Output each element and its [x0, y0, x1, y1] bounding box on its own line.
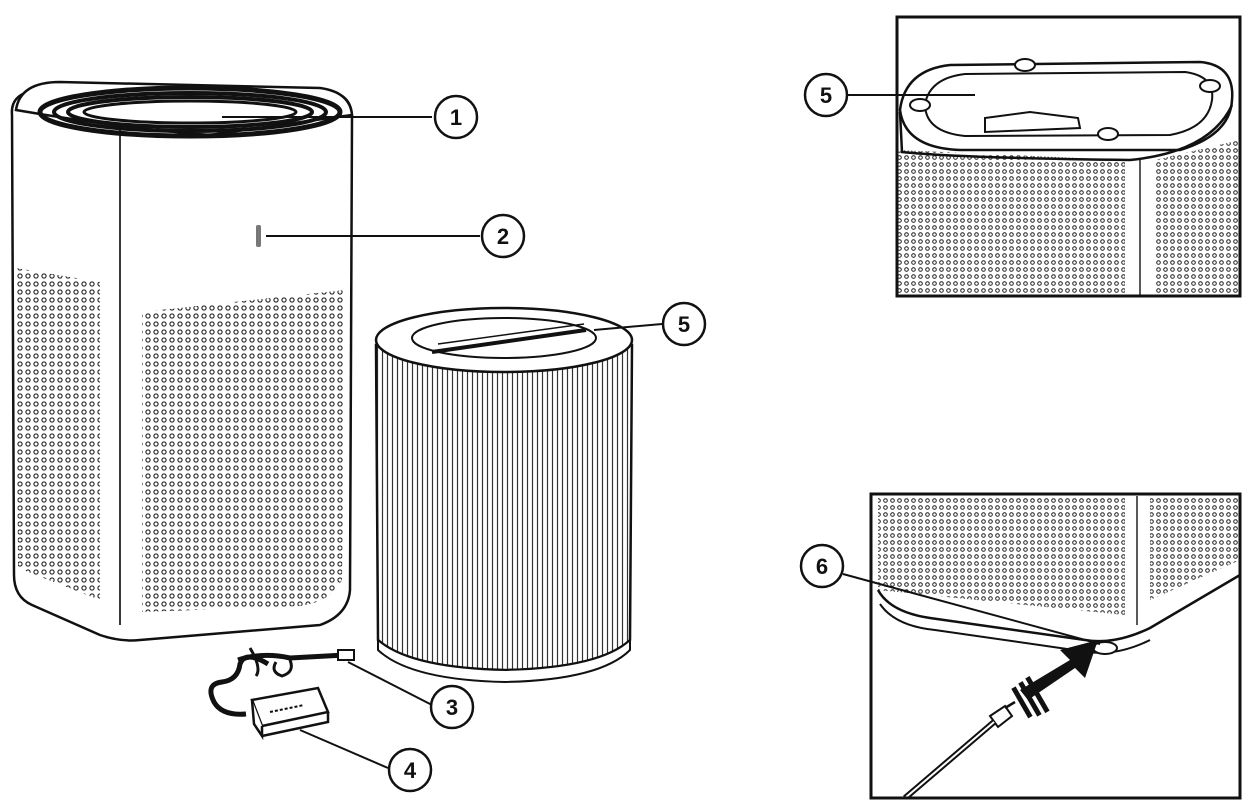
power-adapter	[250, 686, 330, 741]
power-cable	[208, 647, 355, 717]
callout-5-top-cover: 5	[803, 72, 975, 118]
callout-1-label: 1	[450, 105, 462, 130]
callout-3: 3	[347, 661, 475, 730]
filter-pleated-body	[374, 343, 634, 672]
callout-5-filter: 5	[593, 301, 707, 347]
left-intake-grille	[16, 268, 100, 600]
insert-direction-arrow	[1011, 640, 1098, 719]
callout-5-filter-label: 5	[678, 312, 690, 337]
filter-cartridge	[374, 306, 634, 684]
callout-5-top-label: 5	[820, 83, 832, 108]
detail-panel-top-frame	[895, 15, 1242, 298]
power-plug	[903, 700, 1016, 798]
callout-1: 1	[222, 94, 479, 140]
callout-6: 6	[799, 543, 1101, 645]
callout-2-label: 2	[497, 224, 509, 249]
filter-pull-tab	[431, 328, 587, 354]
callout-2: 2	[266, 213, 526, 259]
callout-4: 4	[299, 729, 433, 793]
purifier-top-outlet	[14, 80, 354, 139]
detail-panel-power-port	[869, 492, 1242, 800]
callout-6-label: 6	[816, 554, 828, 579]
callout-3-label: 3	[446, 695, 458, 720]
air-purifier-unit	[10, 80, 354, 642]
detail-panel-bottom-frame	[869, 492, 1242, 800]
callout-4-label: 4	[404, 758, 417, 783]
power-plug-tip	[337, 649, 355, 661]
detail-panel-top-cover	[895, 15, 1242, 298]
status-indicator-light	[256, 225, 261, 247]
front-intake-grille	[142, 290, 345, 612]
